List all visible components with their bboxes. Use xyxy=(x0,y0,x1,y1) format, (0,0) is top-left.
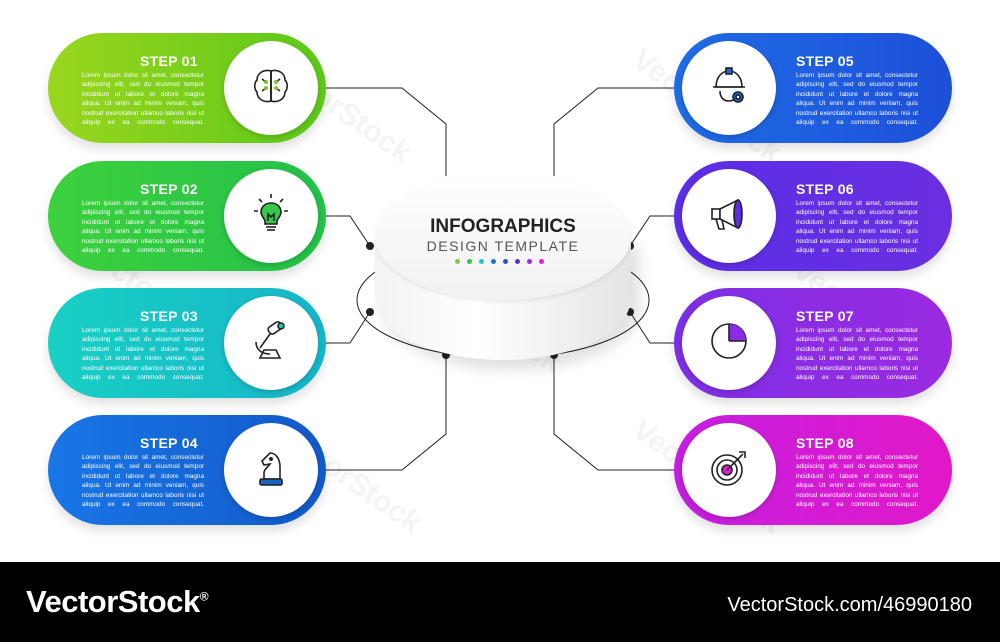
step-description: Lorem ipsum dolor sit amet, consectetur … xyxy=(82,327,204,382)
step-description: Lorem ipsum dolor sit amet, consectetur … xyxy=(796,454,918,509)
connector-step-08 xyxy=(553,355,680,471)
color-dot xyxy=(455,259,460,264)
connector-step-02 xyxy=(320,215,371,247)
step-description: Lorem ipsum dolor sit amet, consectetur … xyxy=(82,200,204,255)
color-dot xyxy=(539,259,544,264)
brand-registered-mark: ® xyxy=(199,589,209,604)
color-dot xyxy=(491,259,496,264)
connector-step-07 xyxy=(629,311,680,344)
step-card-01: STEP 01 Lorem ipsum dolor sit amet, cons… xyxy=(48,33,326,143)
megaphone-icon xyxy=(706,191,752,242)
color-dot xyxy=(503,259,508,264)
step-card-08: STEP 08 Lorem ipsum dolor sit amet, cons… xyxy=(674,415,952,525)
center-title: INFOGRAPHICS xyxy=(430,216,576,237)
step-description: Lorem ipsum dolor sit amet, consectetur … xyxy=(796,200,918,255)
step-icon-circle xyxy=(224,423,318,517)
center-disc-top xyxy=(375,172,631,300)
step-card-07: STEP 07 Lorem ipsum dolor sit amet, cons… xyxy=(674,288,952,398)
color-dot xyxy=(479,259,484,264)
brand-name: VectorStock xyxy=(26,584,200,619)
connector-step-06 xyxy=(629,215,680,247)
center-color-dots xyxy=(455,259,544,264)
connector-node xyxy=(366,308,374,316)
step-card-06: STEP 06 Lorem ipsum dolor sit amet, cons… xyxy=(674,161,952,271)
step-title: STEP 01 xyxy=(140,53,198,69)
step-title: STEP 07 xyxy=(796,308,854,324)
step-card-02: STEP 02 Lorem ipsum dolor sit amet, cons… xyxy=(48,161,326,271)
step-description: Lorem ipsum dolor sit amet, consectetur … xyxy=(796,327,918,382)
brain-icon xyxy=(248,63,294,114)
step-icon-circle xyxy=(224,169,318,263)
step-description: Lorem ipsum dolor sit amet, consectetur … xyxy=(82,72,204,127)
connector-step-01 xyxy=(320,87,447,176)
target-arrow-icon xyxy=(706,445,752,496)
infographic-canvas: VectorStock VectorStock VectorStock Vect… xyxy=(48,33,952,540)
color-dot xyxy=(527,259,532,264)
step-card-04: STEP 04 Lorem ipsum dolor sit amet, cons… xyxy=(48,415,326,525)
connector-step-03 xyxy=(320,311,371,344)
step-title: STEP 02 xyxy=(140,181,198,197)
step-card-03: STEP 03 Lorem ipsum dolor sit amet, cons… xyxy=(48,288,326,398)
connector-step-04 xyxy=(320,355,447,471)
center-subtitle: DESIGN TEMPLATE xyxy=(426,238,580,254)
step-title: STEP 03 xyxy=(140,308,198,324)
step-card-05: STEP 05 Lorem ipsum dolor sit amet, cons… xyxy=(674,33,952,143)
chess-knight-icon xyxy=(248,445,294,496)
step-title: STEP 05 xyxy=(796,53,854,69)
step-icon-circle xyxy=(682,41,776,135)
clock-pie-icon xyxy=(706,318,752,369)
step-icon-circle xyxy=(224,41,318,135)
color-dot xyxy=(515,259,520,264)
step-description: Lorem ipsum dolor sit amet, consectetur … xyxy=(796,72,918,127)
step-title: STEP 06 xyxy=(796,181,854,197)
connector-node xyxy=(366,242,374,250)
connector-step-05 xyxy=(553,87,680,176)
footer-bar: VectorStock® VectorStock.com/46990180 xyxy=(0,562,1000,642)
step-description: Lorem ipsum dolor sit amet, consectetur … xyxy=(82,454,204,509)
footer-brand: VectorStock® xyxy=(26,584,209,620)
step-title: STEP 08 xyxy=(796,435,854,451)
step-title: STEP 04 xyxy=(140,435,198,451)
color-dot xyxy=(467,259,472,264)
footer-url: VectorStock.com/46990180 xyxy=(727,594,972,616)
lightbulb-icon xyxy=(248,191,294,242)
step-icon-circle xyxy=(682,169,776,263)
step-icon-circle xyxy=(682,423,776,517)
step-icon-circle xyxy=(224,296,318,390)
microscope-icon xyxy=(248,318,294,369)
engineer-gear-icon xyxy=(706,63,752,114)
step-icon-circle xyxy=(682,296,776,390)
